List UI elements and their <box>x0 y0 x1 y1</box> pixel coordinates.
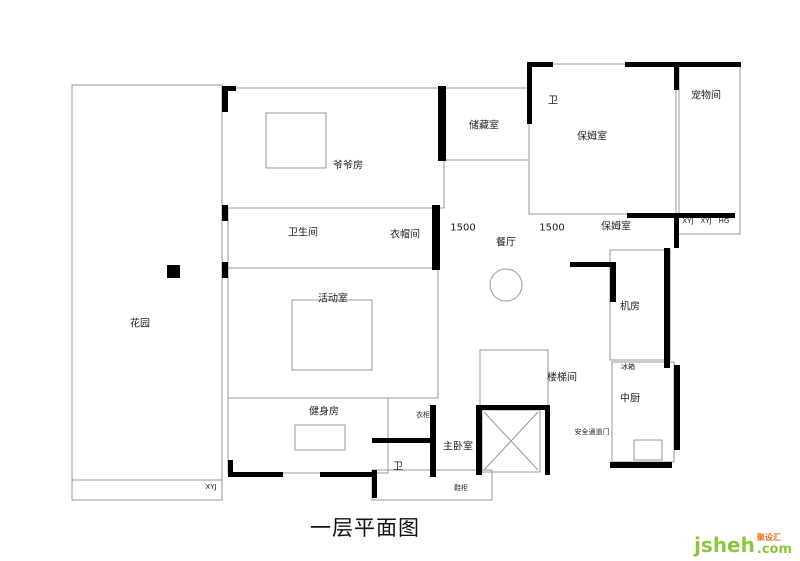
room-label-grandpa-room: 爷爷房 <box>333 160 363 172</box>
room-label-garden: 花园 <box>130 318 150 330</box>
watermark-brand: 聚设汇 <box>756 533 781 542</box>
thin-lines <box>71 63 741 501</box>
dimension-right: 1500 <box>539 222 565 234</box>
washer-label-garden: XYJ <box>205 483 217 491</box>
washer-label-2: XYJ <box>700 217 712 225</box>
room-label-nanny-room-2: 保姆室 <box>601 221 631 233</box>
shoe-cabinet-label: 鞋柜 <box>454 484 468 492</box>
washer-label-1: XYJ <box>682 217 694 225</box>
dryer-label: HG <box>718 217 730 225</box>
room-label-cloakroom: 衣帽间 <box>390 229 420 241</box>
room-label-machine-room: 机房 <box>620 301 640 313</box>
wardrobe-label: 衣柜 <box>416 411 430 419</box>
watermark-domain: .com <box>756 542 792 557</box>
room-label-wc-top: 卫 <box>548 95 558 107</box>
bed-icon <box>265 112 327 169</box>
room-label-kitchen: 中厨 <box>620 393 640 405</box>
safety-door-label: 安全通道门 <box>574 428 610 436</box>
plan-title: 一层平面图 <box>310 516 420 540</box>
watermark-site: jsheh <box>694 533 755 557</box>
dining-table-icon <box>489 268 523 302</box>
room-label-master-bedroom: 主卧室 <box>443 441 473 453</box>
table-icon <box>291 299 373 371</box>
room-label-pet-room: 宠物间 <box>691 90 721 102</box>
room-label-gym: 健身房 <box>309 406 339 418</box>
room-label-dining: 餐厅 <box>496 237 516 249</box>
garden-outline <box>71 84 223 501</box>
grandpa-room-outline <box>221 87 445 209</box>
walls <box>167 62 741 498</box>
room-label-wc-bottom: 卫 <box>393 461 403 473</box>
room-label-storage: 储藏室 <box>469 120 499 132</box>
room-label-bathroom: 卫生间 <box>288 227 318 239</box>
room-label-stairwell: 楼梯间 <box>547 372 577 384</box>
room-label-activity-room: 活动室 <box>318 293 348 305</box>
fridge-label: 冰箱 <box>621 363 635 371</box>
room-label-nanny-room-1: 保姆室 <box>577 131 607 143</box>
watermark-logo: jsheh 聚设汇 .com <box>694 533 792 557</box>
dimension-left: 1500 <box>450 222 476 234</box>
